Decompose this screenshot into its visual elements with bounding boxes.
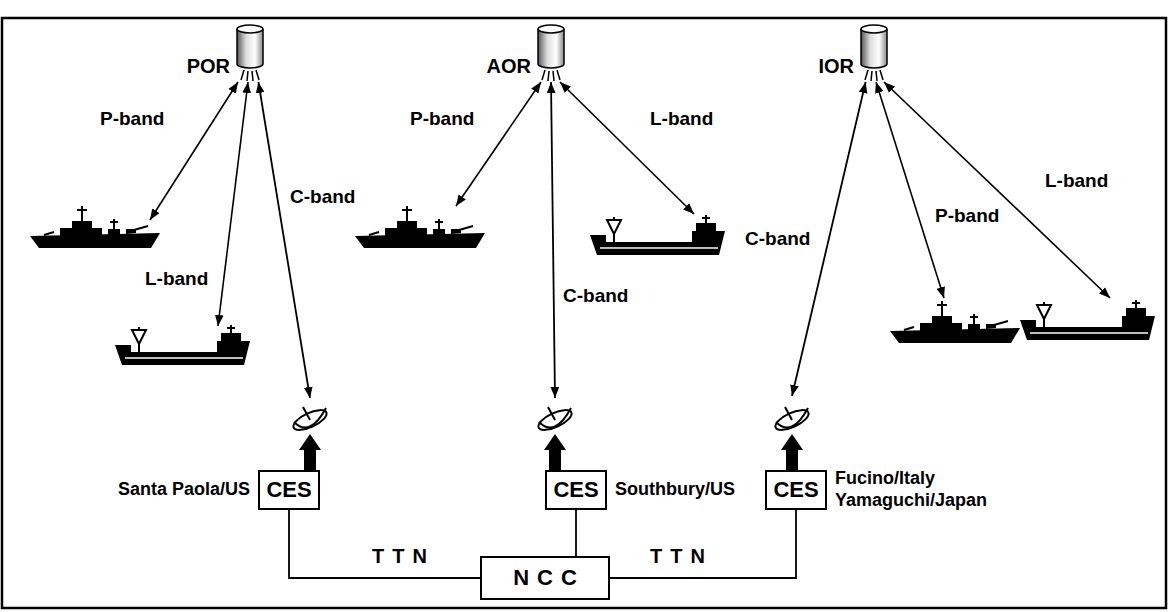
earth-station: CESFucino/Italy Yamaguchi/Japan <box>765 396 827 510</box>
satellite: AOR <box>537 24 565 82</box>
ship-links <box>150 82 1110 326</box>
link-line <box>792 82 866 396</box>
satellite-shape <box>537 24 565 82</box>
satellite: IOR <box>860 24 888 82</box>
radio-link <box>218 82 248 326</box>
band-label: L-band <box>145 268 208 291</box>
frame <box>2 18 1166 608</box>
satellite-shape <box>236 24 264 82</box>
satellite-shape <box>860 24 888 82</box>
dish-antenna <box>773 406 812 470</box>
station-box: CES <box>258 470 320 510</box>
station-name: CES <box>266 477 311 503</box>
satellite: POR <box>236 24 264 82</box>
station-location: Santa Paola/US <box>118 479 250 501</box>
link-line <box>289 510 480 578</box>
warship-icon <box>30 206 160 248</box>
station-box: CES <box>545 470 607 510</box>
satellite-name: IOR <box>818 54 854 78</box>
band-label: P-band <box>410 108 474 131</box>
band-label: L-band <box>1045 170 1108 193</box>
earth-station: CESSanta Paola/US <box>258 398 334 510</box>
radio-link <box>456 82 541 206</box>
link-label: TTN <box>372 544 435 568</box>
radio-link <box>884 82 1110 298</box>
band-label: L-band <box>650 108 713 131</box>
cargo-ship-icon <box>115 325 250 365</box>
cargo-ship-icon <box>1020 300 1155 340</box>
station-location: Southbury/US <box>615 479 735 501</box>
station-name: CES <box>773 477 818 503</box>
station-box: CES <box>765 470 827 510</box>
warship-icon <box>355 206 485 248</box>
ships <box>30 206 1155 365</box>
link-line <box>610 510 796 578</box>
station-location: Fucino/Italy Yamaguchi/Japan <box>835 468 1003 511</box>
dishes <box>291 406 812 470</box>
radio-link <box>560 82 694 214</box>
cargo-ship-icon <box>590 215 725 255</box>
control-center: NCC <box>480 556 610 600</box>
dish-antenna <box>291 406 330 470</box>
link-label: TTN <box>650 544 713 568</box>
band-label: P-band <box>935 205 999 228</box>
link-label: C-band <box>290 186 355 209</box>
satellite-name: AOR <box>487 54 531 78</box>
radio-link <box>876 82 944 298</box>
link-line <box>258 82 310 398</box>
link-line <box>575 510 577 556</box>
radio-link <box>150 82 238 220</box>
satellite-name: POR <box>187 54 230 78</box>
link-label: C-band <box>745 228 810 251</box>
band-label: P-band <box>100 108 164 131</box>
earth-station: CESSouthbury/US <box>533 398 609 510</box>
warship-icon <box>890 301 1020 343</box>
station-name: CES <box>553 477 598 503</box>
dish-antenna <box>536 406 575 470</box>
center-name: NCC <box>505 565 585 591</box>
connectors <box>258 82 865 578</box>
link-line <box>551 82 555 398</box>
link-label: C-band <box>563 285 628 308</box>
